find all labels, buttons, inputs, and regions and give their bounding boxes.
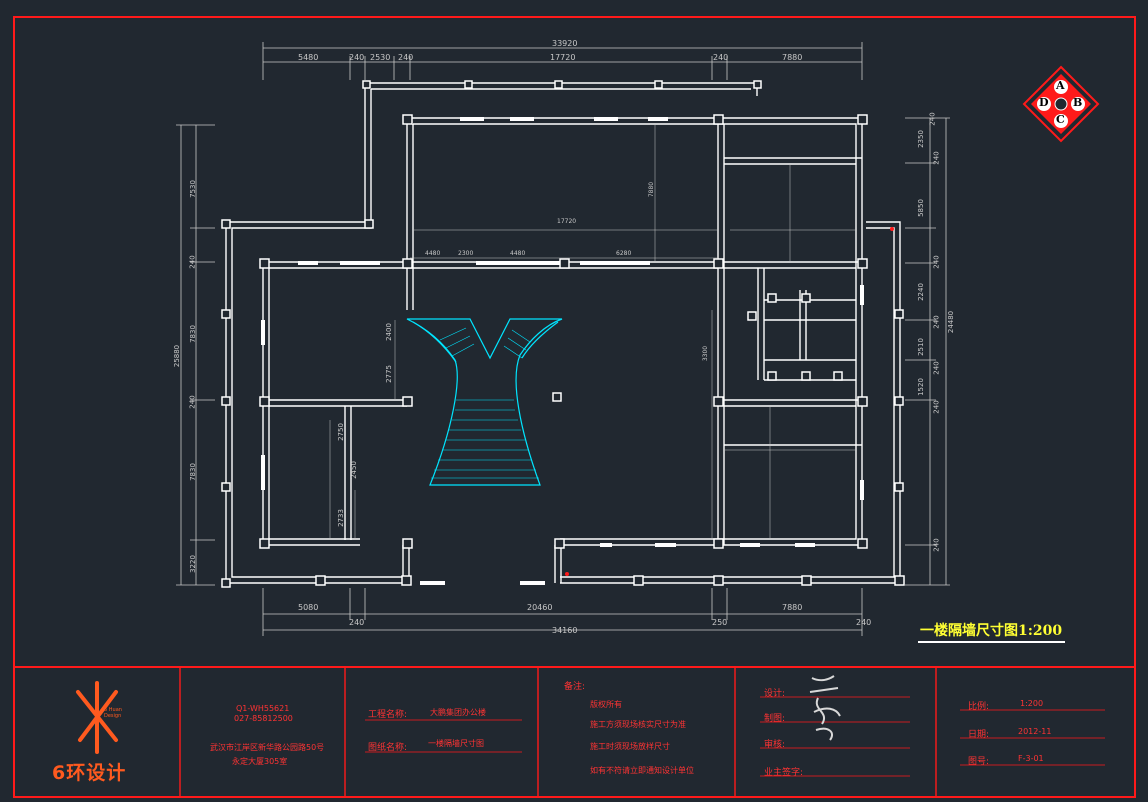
- bottom-dimension-lines: [262, 588, 863, 636]
- dim-right: 5850: [916, 199, 925, 217]
- dim-top: 2530: [370, 53, 391, 62]
- dim-right: 240: [932, 315, 941, 329]
- number-value: F-3-01: [1018, 754, 1044, 763]
- dim-interior: 6280: [616, 250, 632, 257]
- project-name-label: 工程名称:: [368, 710, 408, 720]
- logo-name: 6环设计: [52, 762, 127, 784]
- top-dimension-lines: [262, 42, 863, 80]
- project-name-value: 大鹏集团办公楼: [430, 708, 486, 717]
- dim-top: 7880: [782, 53, 803, 62]
- dim-top: 17720: [550, 53, 576, 62]
- logo-mark-icon: [76, 681, 118, 754]
- red-marker: [890, 227, 894, 231]
- dim-bottom: 20460: [527, 603, 553, 612]
- notes-heading: 备注:: [564, 682, 586, 692]
- contact-address-1: 武汉市江岸区新华路公园路50号: [210, 743, 325, 752]
- dim-right: 240: [932, 255, 941, 269]
- columns: [221, 80, 905, 588]
- dim-left: 3220: [188, 555, 197, 573]
- dim-bottom: 5080: [298, 603, 319, 612]
- drawing-name-label: 图纸名称:: [368, 743, 408, 753]
- dim-bottom: 250: [712, 618, 728, 627]
- dim-right: 240: [932, 538, 941, 552]
- dim-interior: 3300: [702, 345, 710, 362]
- dim-left: 7530: [188, 180, 197, 198]
- dim-top-total: 33920: [552, 39, 578, 48]
- compass-label-d: D: [1039, 96, 1049, 109]
- left-dimension-lines: [176, 124, 215, 586]
- dim-interior: 2775: [384, 365, 393, 383]
- compass-label-a: A: [1056, 79, 1065, 92]
- interior-dimension-lines: [329, 124, 856, 540]
- dim-left: 240: [188, 395, 197, 409]
- scale-label: 比例:: [968, 702, 990, 712]
- dim-interior: 17720: [557, 218, 577, 225]
- dim-bottom-total: 34160: [552, 626, 578, 635]
- dim-right: 1520: [916, 378, 925, 396]
- dim-interior: 2750: [336, 423, 345, 441]
- compass-symbol: [1022, 65, 1100, 143]
- dim-interior: 2733: [336, 509, 345, 527]
- contact-phone-1: Q1-WH55621: [236, 704, 290, 713]
- dim-interior: 4480: [510, 250, 526, 257]
- check-label: 审核:: [764, 740, 786, 750]
- compass-label-c: C: [1056, 113, 1065, 126]
- drawing-title-underline: [918, 641, 1065, 643]
- walls: [225, 82, 901, 584]
- dim-top: 5480: [298, 53, 319, 62]
- notes-item: 施工时须现场放样尺寸: [590, 742, 670, 751]
- dim-bottom: 240: [349, 618, 365, 627]
- draw-label: 制图:: [764, 714, 786, 724]
- date-label: 日期:: [968, 730, 990, 740]
- dim-interior: 4480: [425, 250, 441, 257]
- dim-left: 7830: [188, 463, 197, 481]
- dim-bottom: 7880: [782, 603, 803, 612]
- central-staircase: [406, 318, 563, 486]
- dim-right: 2350: [916, 130, 925, 148]
- windows: [261, 117, 864, 585]
- logo-mark-text: 6 Huan Design: [104, 707, 122, 719]
- title-block-grid: [179, 668, 937, 797]
- title-block-underlines: [365, 696, 1105, 777]
- drawing-title: 一楼隔墙尺寸图1:200: [920, 623, 1063, 639]
- dim-right: 2240: [916, 283, 925, 301]
- dim-left: 7830: [188, 325, 197, 343]
- dim-right: 2510: [916, 338, 925, 356]
- dim-top: 240: [349, 53, 365, 62]
- red-marker: [565, 572, 569, 576]
- signature-mark: [809, 675, 841, 741]
- contact-phone-2: 027-85812500: [234, 714, 293, 723]
- number-label: 图号:: [968, 757, 990, 767]
- dim-right: 240: [928, 112, 937, 126]
- dim-top: 240: [398, 53, 414, 62]
- dim-interior: 2400: [384, 323, 393, 341]
- dim-right: 240: [932, 151, 941, 165]
- outer-border: [13, 16, 1136, 798]
- dim-left: 240: [188, 255, 197, 269]
- approve-label: 业主签字:: [764, 768, 804, 778]
- right-dimension-lines: [905, 117, 950, 586]
- dim-bottom: 240: [856, 618, 872, 627]
- dim-right: 24480: [947, 310, 956, 334]
- dim-interior: 2450: [349, 461, 358, 479]
- dim-interior: 2300: [458, 250, 474, 257]
- scale-value: 1:200: [1020, 699, 1044, 708]
- dim-left: 25880: [173, 344, 182, 368]
- contact-address-2: 永定大厦305室: [232, 757, 288, 766]
- compass-label-b: B: [1073, 96, 1083, 109]
- notes-item: 版权所有: [590, 700, 622, 709]
- notes-item: 施工方须现场核实尺寸为准: [590, 720, 686, 729]
- dim-right: 240: [932, 400, 941, 414]
- dim-right: 240: [932, 361, 941, 375]
- dim-interior: 7880: [648, 181, 656, 198]
- notes-item: 如有不符请立即通知设计单位: [590, 766, 694, 775]
- drawing-name-value: 一楼隔墙尺寸图: [428, 739, 484, 748]
- date-value: 2012-11: [1018, 727, 1052, 736]
- dim-top: 240: [713, 53, 729, 62]
- design-label: 设计:: [764, 689, 786, 699]
